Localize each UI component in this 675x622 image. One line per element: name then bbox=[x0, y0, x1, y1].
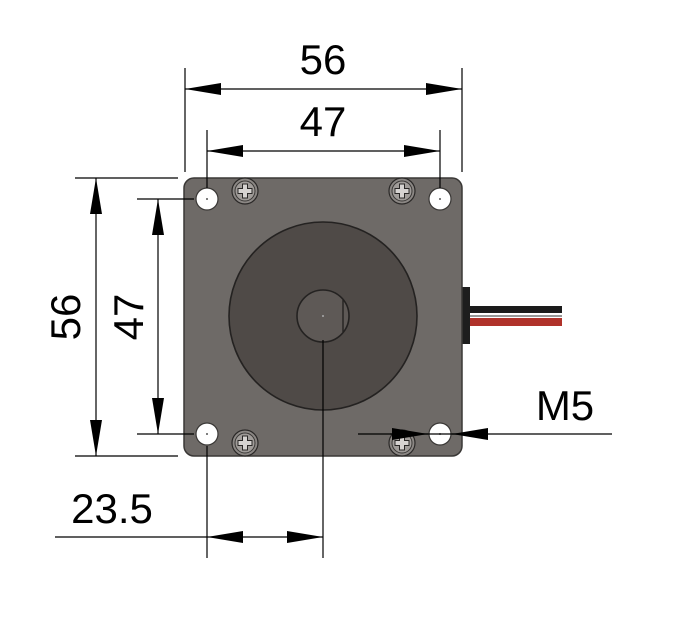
hole-thread-label: M5 bbox=[536, 382, 594, 429]
red-wire bbox=[470, 318, 562, 326]
motor-shaft bbox=[296, 289, 350, 343]
hole-to-shaft-label: 23.5 bbox=[71, 485, 153, 532]
mounting-hole-icon bbox=[428, 187, 452, 211]
overall-height-label: 56 bbox=[42, 294, 89, 341]
dimension-lines bbox=[55, 68, 612, 558]
phillips-screw-icon bbox=[231, 177, 259, 205]
overall-width-label: 56 bbox=[300, 36, 347, 83]
black-wire bbox=[470, 306, 562, 313]
phillips-screw-icon bbox=[231, 429, 259, 457]
hole-spacing-width-label: 47 bbox=[300, 98, 347, 145]
mounting-hole-icon bbox=[195, 422, 219, 446]
hole-spacing-height-label: 47 bbox=[105, 294, 152, 341]
motor-body bbox=[183, 177, 562, 457]
phillips-screw-icon bbox=[388, 177, 416, 205]
wire-connector bbox=[459, 287, 470, 344]
mounting-hole-icon bbox=[195, 187, 219, 211]
